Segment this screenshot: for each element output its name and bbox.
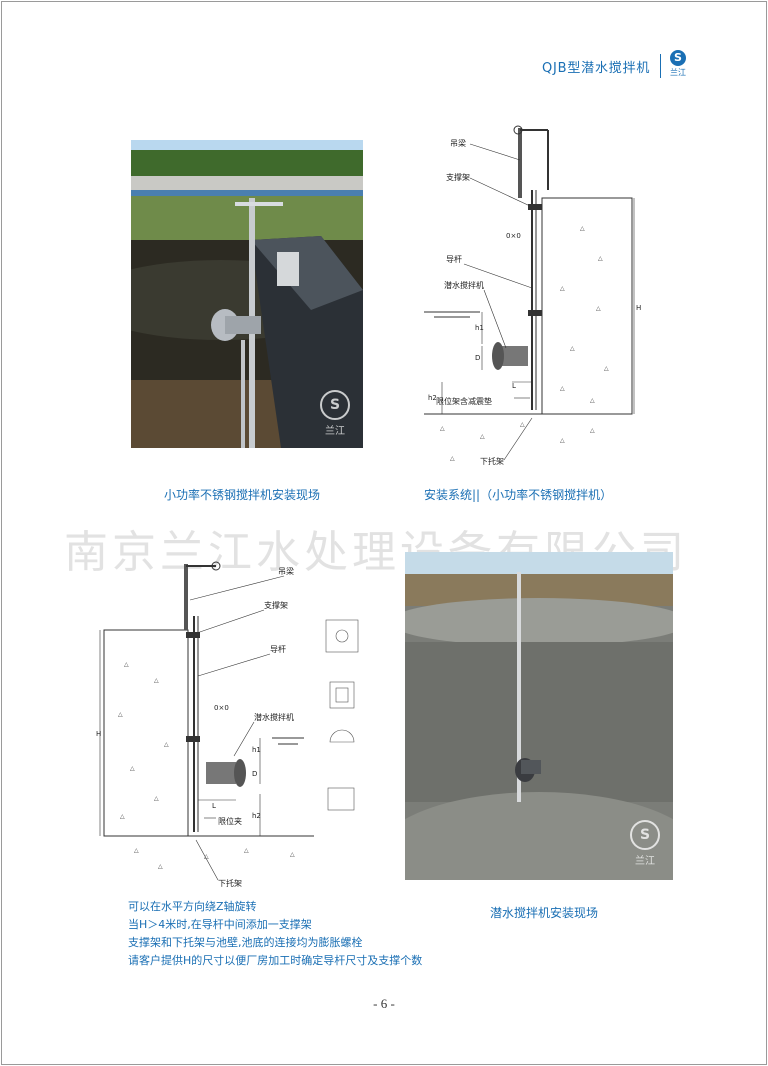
label-h2: h2: [428, 394, 437, 402]
wall-soil: △ △ △ △ △ △ △ △: [541, 197, 633, 415]
label-lower-bracket: 下托架: [480, 456, 504, 466]
label-lower-bracket: 下托架: [218, 878, 242, 888]
photo-watermark-logo: S 兰江: [627, 820, 663, 867]
photo-small-mixer-site: S 兰江: [131, 140, 363, 448]
installation-notes: 可以在水平方向绕Z轴旋转 当H＞4米时,在导杆中间添加一支撑架 支撑架和下托架与…: [128, 898, 422, 970]
label-d: D: [475, 354, 480, 362]
photo-watermark-logo: S 兰江: [317, 390, 353, 437]
svg-text:△: △: [130, 765, 135, 772]
svg-text:△: △: [244, 847, 249, 854]
svg-text:△: △: [560, 285, 565, 292]
svg-text:△: △: [154, 677, 159, 684]
svg-text:△: △: [560, 385, 565, 392]
svg-text:△: △: [158, 863, 163, 870]
label-limit-clamp: 限位夹: [218, 816, 242, 826]
company-logo: S 兰江: [666, 50, 690, 80]
caption-top-right: 安装系统||（小功率不锈钢搅拌机）: [424, 488, 613, 502]
svg-text:△: △: [520, 421, 525, 428]
label-zero: 0×0: [214, 704, 229, 712]
logo-mark: S: [670, 50, 686, 66]
label-guide-rod: 导杆: [270, 644, 286, 654]
svg-text:△: △: [580, 225, 585, 232]
installation-diagram-bottom: △ △ △ △ △ △ △ △ △ △ △ △ 吊梁 支撑架 导杆 0×0 潜水…: [96, 561, 359, 888]
watermark-s-icon: S: [320, 390, 350, 420]
note-line: 可以在水平方向绕Z轴旋转: [128, 900, 257, 913]
label-support-frame: 支撑架: [264, 600, 288, 610]
svg-text:△: △: [154, 795, 159, 802]
label-limit-frame: 限位架含减震垫: [436, 396, 492, 406]
svg-text:△: △: [440, 425, 445, 432]
note-line: 当H＞4米时,在导杆中间添加一支撑架: [128, 918, 312, 931]
caption-top-left: 小功率不锈钢搅拌机安装现场: [164, 488, 321, 502]
note-line: 支撑架和下托架与池壁,池底的连接均为膨胀螺栓: [128, 936, 363, 949]
label-h: H: [636, 304, 641, 312]
photo-mixer-installation-site: S 兰江: [405, 552, 673, 880]
svg-text:△: △: [124, 661, 129, 668]
label-h2: h2: [252, 812, 261, 820]
svg-text:△: △: [134, 847, 139, 854]
logo-text: 兰江: [670, 68, 686, 77]
label-hanger-beam: 吊梁: [450, 139, 466, 148]
svg-text:△: △: [596, 305, 601, 312]
label-hanger-beam: 吊梁: [278, 567, 294, 576]
label-h: H: [96, 730, 101, 738]
label-support-frame: 支撑架: [446, 172, 470, 182]
svg-text:△: △: [590, 397, 595, 404]
label-l: L: [212, 802, 216, 810]
label-mixer: 潜水搅拌机: [254, 712, 294, 722]
label-h1: h1: [252, 746, 261, 754]
svg-text:△: △: [570, 345, 575, 352]
note-line: 请客户提供H的尺寸以便厂房加工时确定导杆尺寸及支撑个数: [128, 954, 423, 967]
label-zero: 0×0: [506, 232, 521, 240]
photo-tank-image: [405, 552, 673, 880]
label-mixer: 潜水搅拌机: [444, 280, 484, 290]
wall-soil: △ △ △ △ △ △ △: [103, 629, 189, 837]
label-h1: h1: [475, 324, 484, 332]
svg-text:△: △: [120, 813, 125, 820]
svg-text:△: △: [604, 365, 609, 372]
svg-text:△: △: [590, 427, 595, 434]
label-l: L: [512, 382, 516, 390]
page-number: - 6 -: [373, 996, 395, 1011]
header-title: QJB型潜水搅拌机: [542, 61, 651, 76]
svg-text:△: △: [480, 433, 485, 440]
header-separator: [660, 54, 661, 78]
svg-text:△: △: [290, 851, 295, 858]
installation-diagram-top: △ △ △ △ △ △ △ △ △ △ △ △ △ △ 吊梁 支撑架 0×0 导…: [424, 125, 641, 466]
label-d: D: [252, 770, 257, 778]
caption-bottom-right: 潜水搅拌机安装现场: [490, 906, 599, 920]
svg-text:△: △: [598, 255, 603, 262]
detail-views: [325, 619, 359, 811]
svg-text:△: △: [450, 455, 455, 462]
svg-text:△: △: [560, 437, 565, 444]
svg-text:△: △: [164, 741, 169, 748]
svg-text:△: △: [204, 853, 209, 860]
label-guide-rod: 导杆: [446, 254, 462, 264]
svg-text:△: △: [118, 711, 123, 718]
watermark-s-icon: S: [630, 820, 660, 850]
